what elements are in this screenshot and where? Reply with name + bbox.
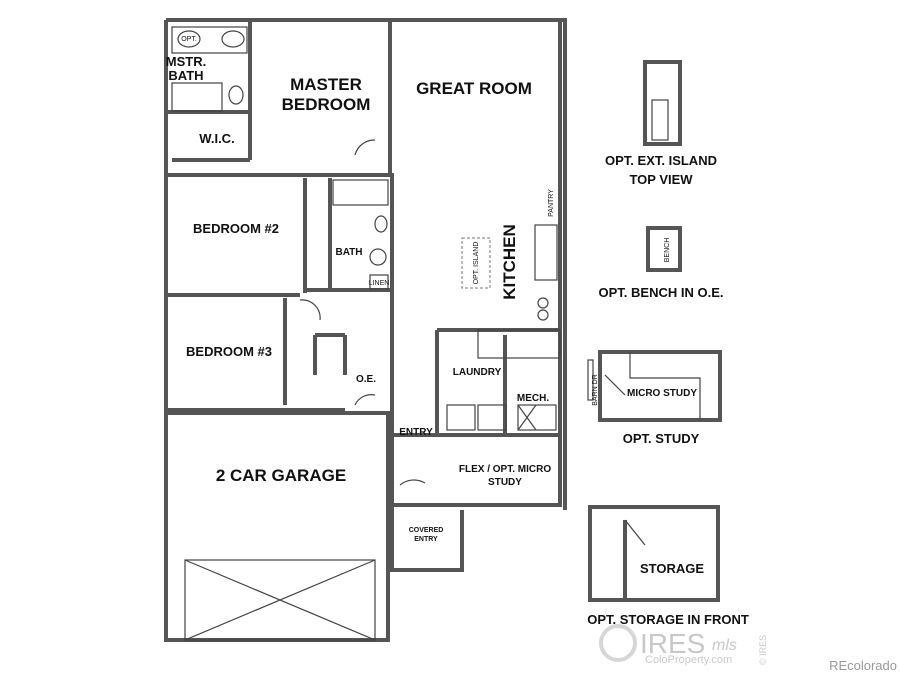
micro-study-label: MICRO STUDY: [627, 388, 697, 399]
wic-label: W.I.C.: [199, 131, 234, 146]
master-bedroom-label: MASTER: [290, 75, 362, 94]
flex-label-2: STUDY: [488, 477, 522, 488]
bedroom2-label: BEDROOM #2: [193, 221, 279, 236]
master-bath-label-2: BATH: [168, 68, 203, 83]
barn-door-label: BARN DR: [592, 374, 599, 406]
laundry-label: LAUNDRY: [453, 367, 502, 378]
covered-entry-label: COVERED: [409, 527, 444, 534]
mech-label: MECH.: [517, 393, 549, 404]
entry-label: ENTRY: [399, 427, 433, 438]
linen-label: LINEN: [369, 280, 390, 287]
garage-label: 2 CAR GARAGE: [216, 466, 346, 485]
storage-label: STORAGE: [640, 561, 704, 576]
ires-watermark-logo: IRES mls ColoProperty.com © IRES: [599, 624, 768, 666]
option-sketches: [587, 60, 722, 602]
opt-storage-front-label: OPT. STORAGE IN FRONT: [587, 612, 749, 627]
great-room-label: GREAT ROOM: [416, 79, 532, 98]
opt-tub-label: OPT.: [181, 36, 197, 43]
coloproperty-text: ColoProperty.com: [645, 654, 732, 666]
fixtures: [171, 26, 561, 641]
ires-copyright: © IRES: [758, 635, 768, 665]
opt-ext-island-label: OPT. EXT. ISLAND: [605, 153, 717, 168]
master-bath-label: MSTR.: [166, 54, 206, 69]
oe-label: O.E.: [356, 374, 376, 385]
bath-label: BATH: [335, 247, 362, 258]
bedroom3-label: BEDROOM #3: [186, 344, 272, 359]
opt-study-label: OPT. STUDY: [623, 431, 700, 446]
opt-island-label: OPT. ISLAND: [473, 242, 480, 285]
recolorado-watermark: REcolorado: [829, 658, 897, 673]
pantry-label: PANTRY: [548, 189, 555, 217]
kitchen-label: KITCHEN: [500, 224, 519, 300]
opt-ext-island-label-2: TOP VIEW: [629, 172, 693, 187]
covered-entry-label-2: ENTRY: [414, 536, 438, 543]
ires-text: IRES: [640, 628, 705, 659]
mls-text: mls: [712, 637, 737, 654]
flex-label: FLEX / OPT. MICRO: [459, 464, 551, 475]
master-bedroom-label-2: BEDROOM: [282, 95, 371, 114]
opt-bench-label: OPT. BENCH IN O.E.: [599, 285, 724, 300]
bench-label: BENCH: [664, 238, 671, 263]
